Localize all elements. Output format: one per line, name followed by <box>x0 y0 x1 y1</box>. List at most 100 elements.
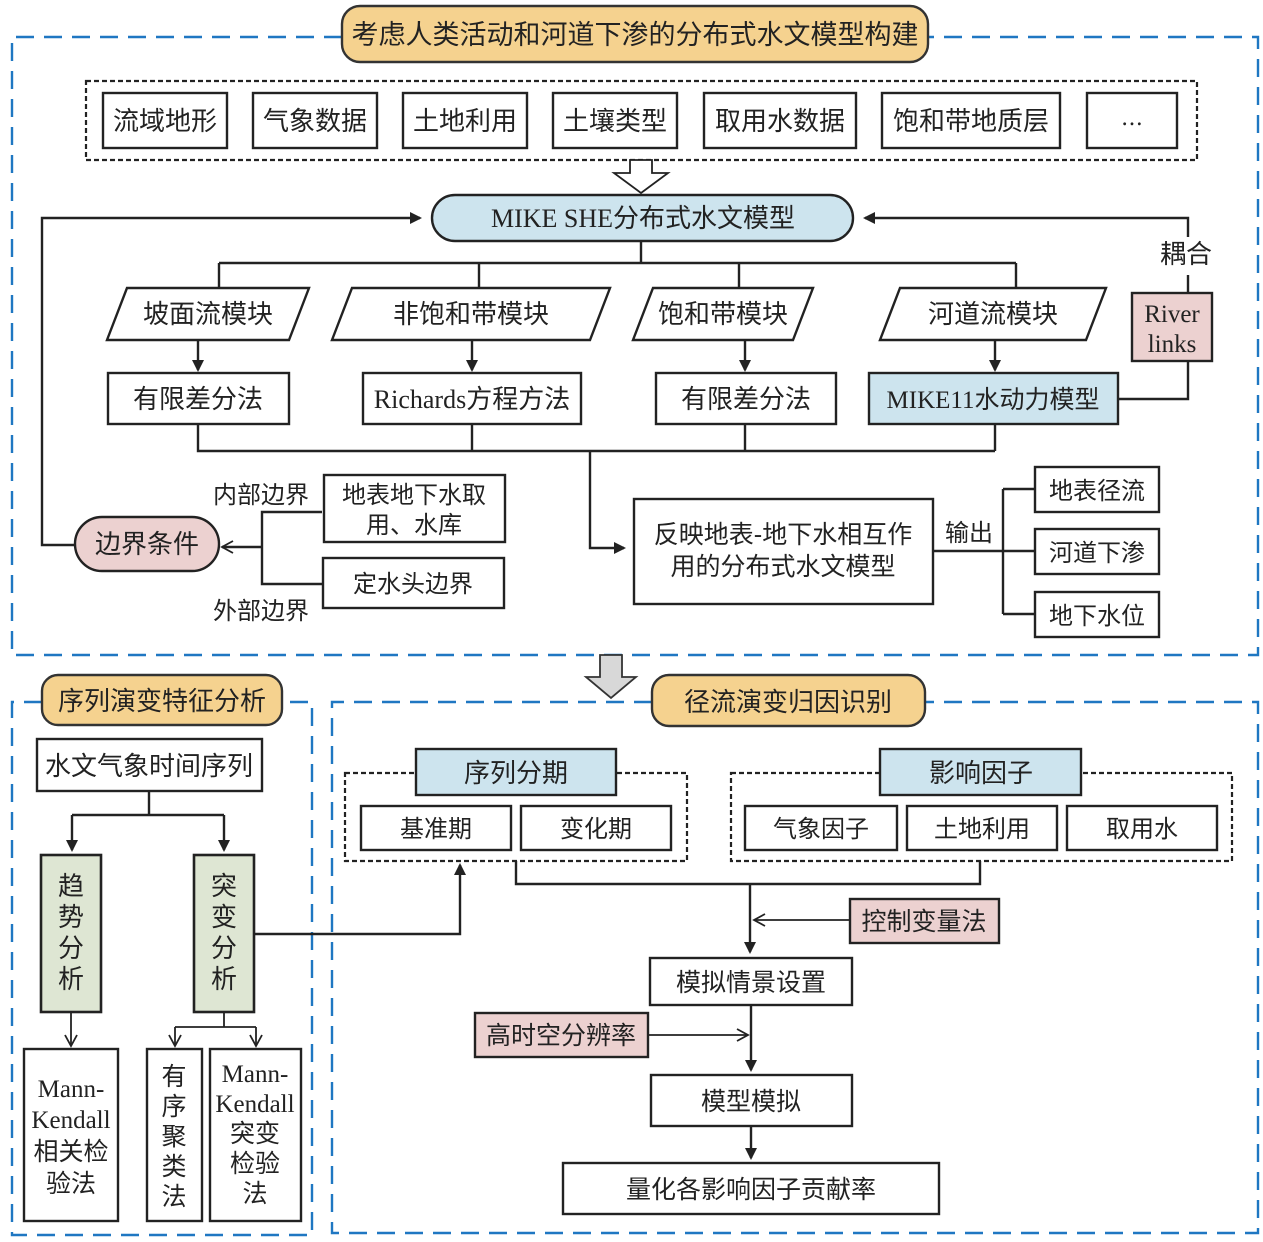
river-links-line2: links <box>1148 331 1197 358</box>
boundary-label: 边界条件 <box>95 530 199 560</box>
change-period-box <box>519 804 673 852</box>
mutation-char: 析 <box>211 965 237 995</box>
mk-trend-box <box>22 1047 120 1223</box>
period-header-label: 序列分期 <box>464 759 568 789</box>
mk-trend-line: 验法 <box>46 1169 96 1198</box>
trend-char: 势 <box>58 903 84 933</box>
method-box-mike11 <box>867 371 1120 426</box>
series-box <box>35 737 264 793</box>
mutation-char: 分 <box>211 934 237 964</box>
output-box-surface-runoff <box>1033 465 1161 514</box>
input-box-water-use <box>702 91 858 150</box>
ordered-cluster-box <box>145 1047 204 1223</box>
series-branch <box>72 791 224 817</box>
trend-analysis-box <box>39 853 103 1014</box>
scenario-label: 模拟情景设置 <box>676 968 826 997</box>
internal-boundary-box <box>322 473 507 544</box>
groups-collector <box>514 861 982 886</box>
output-label: 输出 <box>945 519 993 547</box>
module-label: 饱和带模块 <box>658 300 788 330</box>
cluster-char: 类 <box>161 1152 186 1181</box>
mk-mutation-line: 检验 <box>230 1149 280 1178</box>
input-label: 土壤类型 <box>563 107 667 137</box>
mk-trend-line: Mann- <box>38 1076 105 1103</box>
mike11-to-links <box>1118 361 1190 401</box>
output-label-item: 河道下渗 <box>1049 539 1145 567</box>
method-box-overland <box>106 371 291 426</box>
input-boxes: 流域地形 气象数据 土地利用 土壤类型 取用水数据 饱和带地质层 … <box>101 91 1179 150</box>
module-label: 非饱和带模块 <box>393 300 549 330</box>
methods-collector <box>196 424 997 453</box>
section-attribution: 径流演变归因识别 序列分期 基准期 变化期 影响因子 气象因子 土地利用 取用水… <box>254 673 1260 1235</box>
section-frame-left <box>10 700 314 1237</box>
factor-box-landuse <box>905 804 1059 852</box>
factor-header <box>878 747 1083 797</box>
external-boundary-label: 外部边界 <box>213 597 309 625</box>
input-box-soil <box>551 91 679 150</box>
factor-header-label: 影响因子 <box>929 759 1033 789</box>
output-box-river-seepage <box>1033 527 1161 576</box>
boundary-branch <box>260 510 322 586</box>
method-label: MIKE11水动力模型 <box>887 386 1100 414</box>
core-model-pill <box>430 193 855 243</box>
section-title: 径流演变归因识别 <box>684 688 892 718</box>
trend-char: 析 <box>58 965 84 995</box>
section-frame-right <box>330 700 1260 1235</box>
input-box-landuse <box>401 91 529 150</box>
output-box-groundwater-level <box>1033 590 1161 639</box>
period-label: 基准期 <box>400 815 472 843</box>
simulation-box <box>649 1073 854 1128</box>
section-transition-arrow-icon <box>583 654 639 700</box>
module-overland <box>105 286 311 342</box>
boundary-pill <box>73 515 221 573</box>
factor-label: 土地利用 <box>934 815 1030 843</box>
input-box-terrain <box>101 91 229 150</box>
module-row: 坡面流模块 非饱和带模块 饱和带模块 河道流模块 <box>105 286 1108 342</box>
internal-boundary-line2: 用、水库 <box>366 511 462 539</box>
module-label: 坡面流模块 <box>143 300 273 330</box>
section-series-analysis: 序列演变特征分析 水文气象时间序列 趋 势 分 析 突 变 分 析 Mann- … <box>10 673 314 1237</box>
input-label: 流域地形 <box>113 107 217 137</box>
boundary-feedback-arrow <box>40 212 422 547</box>
section-title-pill <box>650 673 927 728</box>
mk-mutation-line: Kendall <box>215 1091 294 1118</box>
internal-boundary-line1: 地表地下水取 <box>342 481 486 509</box>
simulation-label: 模型模拟 <box>701 1087 801 1116</box>
to-result-arrow <box>588 451 626 554</box>
mutation-char: 突 <box>211 872 237 902</box>
river-links-line1: River <box>1144 301 1200 328</box>
external-boundary-box <box>321 556 506 610</box>
output-label-item: 地下水位 <box>1049 602 1145 630</box>
section-model-construction: 考虑人类活动和河道下渗的分布式水文模型构建 流域地形 气象数据 土地利用 土壤类… <box>10 4 1260 657</box>
method-box-saturated <box>654 371 838 426</box>
result-model-line2: 用的分布式水文模型 <box>670 552 895 581</box>
output-branch <box>933 487 1035 616</box>
input-box-meteorology <box>251 91 379 150</box>
section-title-pill <box>40 673 284 727</box>
cluster-char: 法 <box>161 1182 186 1211</box>
coupling-label: 耦合 <box>1160 240 1212 270</box>
hollow-down-arrow-icon <box>611 159 671 195</box>
quantify-box <box>561 1161 941 1216</box>
mutation-char: 变 <box>211 903 237 933</box>
factor-label: 气象因子 <box>773 815 869 843</box>
input-label: 土地利用 <box>413 107 517 137</box>
method-box-unsaturated <box>361 371 583 426</box>
period-header <box>414 747 618 797</box>
cluster-char: 聚 <box>161 1122 186 1151</box>
mk-mutation-line: 法 <box>242 1179 267 1208</box>
section-title: 考虑人类活动和河道下渗的分布式水文模型构建 <box>352 20 919 51</box>
mk-trend-line: 相关检 <box>33 1137 108 1166</box>
quantify-label: 量化各影响因子贡献率 <box>626 1175 876 1204</box>
method-label: Richards方程方法 <box>374 385 570 414</box>
period-label: 变化期 <box>560 815 632 843</box>
resolution-box <box>473 1011 650 1059</box>
mutation-to-period-arrow <box>254 863 466 936</box>
module-saturated <box>631 286 815 342</box>
cluster-char: 序 <box>161 1092 186 1121</box>
trend-char: 分 <box>58 934 84 964</box>
input-box-more <box>1085 91 1179 150</box>
cluster-char: 有 <box>161 1062 186 1091</box>
coupling-arrow <box>863 212 1190 237</box>
